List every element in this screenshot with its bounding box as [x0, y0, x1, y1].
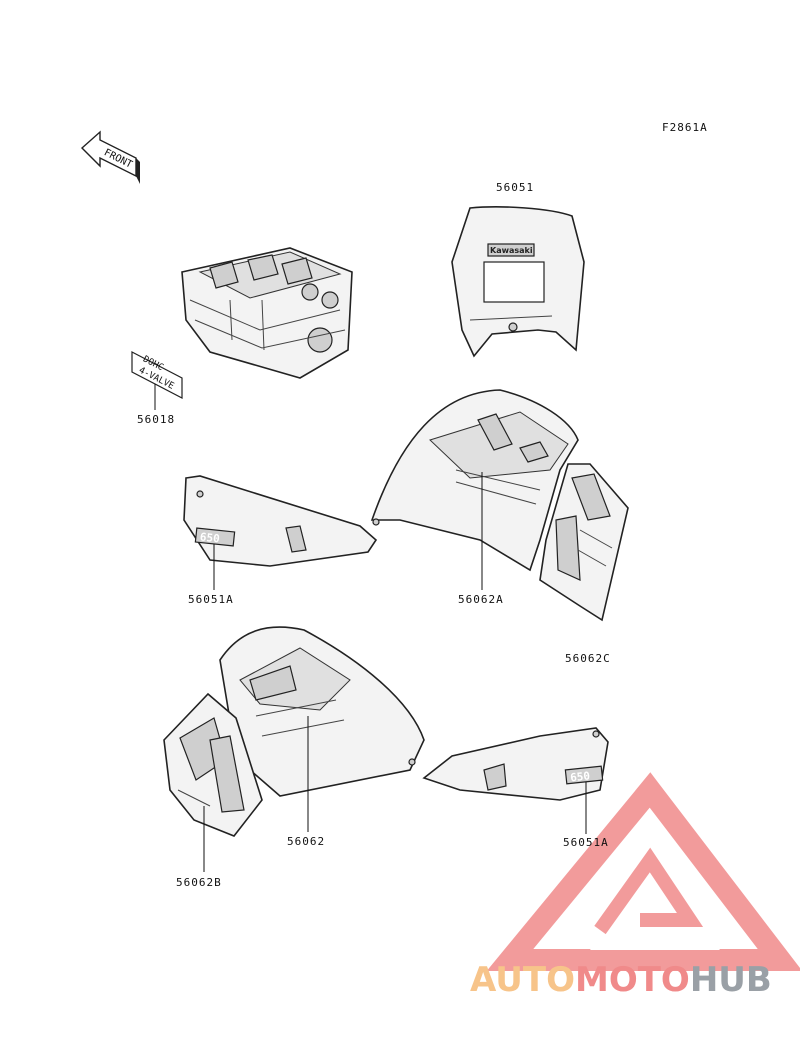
- side-cover-left-part: 650: [183, 475, 378, 567]
- watermark-hub: HUB: [689, 960, 772, 1000]
- label-56051A-right: 56051A: [563, 836, 609, 849]
- dohc-decal-part: DOHC 4-VALVE: [131, 351, 183, 399]
- label-56018: 56018: [137, 413, 176, 426]
- label-56051: 56051: [496, 181, 535, 194]
- model-decal-left-text: 650: [199, 530, 220, 545]
- fairing-part: Kawasaki: [451, 206, 585, 358]
- model-decal-right-text: 650: [570, 769, 591, 784]
- side-cover-right-part: 650: [422, 727, 609, 801]
- fairing-brand-text: Kawasaki: [490, 246, 533, 255]
- watermark-moto: MOTO: [574, 960, 690, 1000]
- side-panel-right-part: [539, 463, 629, 622]
- figure-code: F2861A: [662, 121, 708, 134]
- shroud-right-part: [370, 389, 579, 572]
- label-56062A: 56062A: [458, 593, 504, 606]
- watermark-text: AUTOMOTOHUB: [470, 960, 772, 1000]
- front-arrow-icon: FRONT: [80, 130, 140, 184]
- cylinder-head-part: [181, 247, 353, 379]
- label-56051A-left: 56051A: [188, 593, 234, 606]
- side-panel-left-part: [163, 692, 263, 837]
- label-56062C: 56062C: [565, 652, 611, 665]
- watermark-logo-icon: [486, 772, 800, 971]
- label-56062: 56062: [287, 835, 326, 848]
- label-56062B: 56062B: [176, 876, 222, 889]
- shroud-left-part: [219, 626, 425, 797]
- watermark-auto: AUTO: [470, 960, 575, 1000]
